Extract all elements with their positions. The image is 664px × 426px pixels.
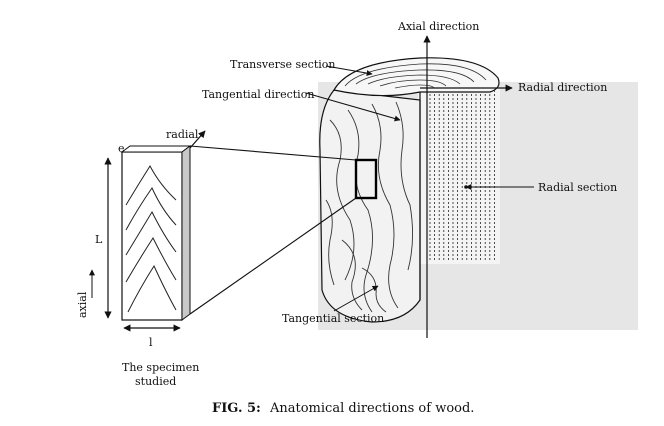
label-L: L [95,233,103,246]
label-l: l [149,336,153,349]
specimen-block [120,145,192,321]
caption-prefix: FIG. 5: [212,401,261,416]
log-body [319,89,421,323]
label-axial: axial [76,291,89,318]
transverse-leader [325,65,373,77]
projection-lines [189,145,357,315]
label-tangential-direction: Tangential direction [202,88,314,101]
label-specimen-line2: studied [135,375,176,388]
transverse-face [333,57,500,97]
label-transverse-section: Transverse section [230,58,335,71]
label-radial: radial [166,128,199,141]
label-axial-direction: Axial direction [397,20,479,33]
label-radial-direction: Radial direction [518,81,607,94]
label-e: e [118,142,125,155]
label-tangential-section: Tangential section [282,312,384,325]
specimen-window [354,158,378,200]
label-specimen-line1: The specimen [122,361,199,374]
tangential-section-leader [333,285,379,312]
tangential-direction-leader [305,92,401,122]
radial-face [418,88,500,264]
caption-text: Anatomical directions of wood. [269,401,474,416]
figure-caption: FIG. 5: Anatomical directions of wood. [212,401,474,416]
label-radial-section: Radial section [538,181,617,194]
